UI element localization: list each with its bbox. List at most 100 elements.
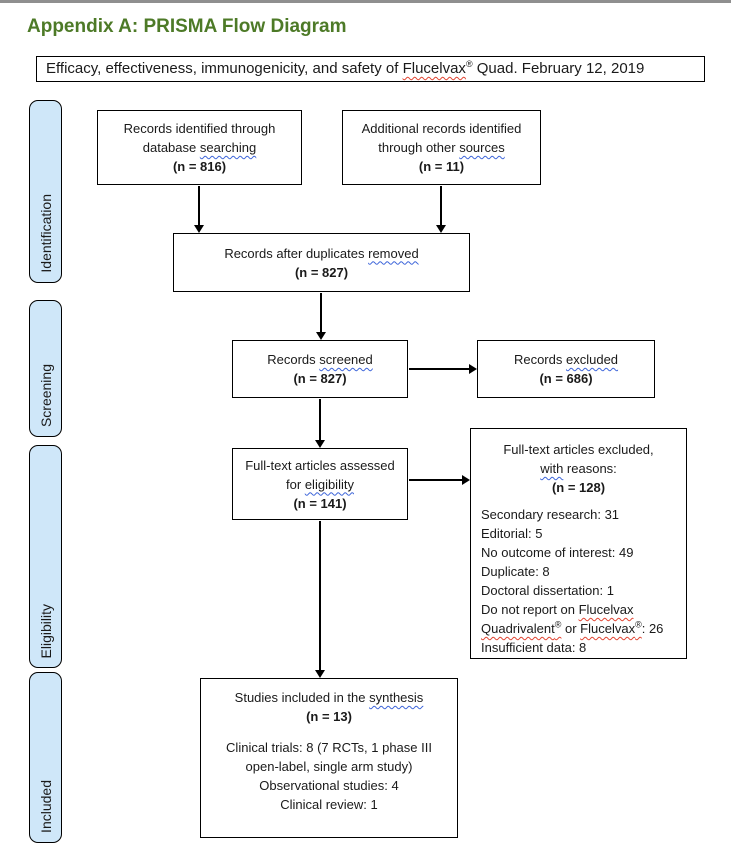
exclusion-reasons-list: Secondary research: 31 Editorial: 5 No o… (471, 497, 686, 657)
exclusion-reason: Do not report on Flucelvax (481, 600, 682, 619)
box-text-grammar-flag: searching (199, 140, 257, 155)
box-studies-included: Studies included in the synthesis (n = 1… (200, 678, 458, 838)
stage-identification: Identification (29, 100, 62, 283)
stage-screening: Screening (29, 300, 62, 437)
box-text: Records after duplicates (224, 245, 369, 261)
box-duplicates-removed: Records after duplicates removed (n = 82… (173, 233, 470, 292)
box-text: Do not report on (481, 602, 579, 617)
box-records-screened: Records screened (n = 827) (232, 340, 408, 398)
stage-screening-label: Screening (37, 363, 54, 427)
arrow-screened-to-excluded-head (469, 364, 477, 374)
box-text: Flucelvax (580, 621, 636, 636)
included-detail: Observational studies: 4 (259, 778, 399, 793)
box-text-grammar-flag: screened (319, 352, 373, 367)
box-text: reasons: (563, 461, 617, 476)
box-text: : 26 (641, 621, 664, 636)
box-text: Full-text articles excluded, (503, 442, 654, 457)
registered-mark: ® (465, 59, 473, 69)
box-count: (n = 128) (551, 480, 606, 495)
stage-included-label: Included (37, 780, 54, 833)
stage-eligibility: Eligibility (29, 445, 62, 668)
arrow-fulltext-to-excluded-head (462, 475, 470, 485)
box-line: Records identified through (98, 119, 301, 138)
exclusion-reason: No outcome of interest: 49 (481, 545, 634, 560)
box-text: database (142, 140, 200, 155)
subtitle-date-text: Quad. February 12, 2019 (472, 60, 645, 77)
box-text-spelling-flag: Flucelvax (578, 602, 634, 617)
included-studies-details: Clinical trials: 8 (7 RCTs, 1 phase III … (201, 738, 457, 814)
arrow-screened-to-excluded-line (409, 368, 469, 370)
box-text-grammar-flag: eligibility (304, 476, 354, 492)
box-count: (n = 141) (293, 495, 347, 511)
registered-mark: ® (635, 619, 642, 630)
exclusion-reason: Secondary research: 31 (481, 507, 620, 522)
box-text: or (561, 621, 581, 636)
box-text: Quadrivalent (481, 621, 555, 636)
box-text-grammar-flag: sources (459, 140, 505, 155)
stage-included: Included (29, 672, 62, 843)
box-count: (n = 816) (172, 159, 227, 174)
subtitle-text: Efficacy, effectiveness, immunogenicity,… (46, 60, 403, 77)
box-text-spelling-flag: Flucelvax® (580, 619, 642, 636)
box-count: (n = 827) (294, 264, 349, 280)
exclusion-reason: Insufficient data: 8 (481, 640, 587, 655)
box-text-grammar-flag: with (540, 461, 564, 476)
box-text-grammar-flag: removed (368, 245, 419, 261)
exclusion-reason: Editorial: 5 (481, 526, 543, 541)
exclusion-reason: Quadrivalent® or Flucelvax®: 26 (481, 619, 682, 638)
box-additional-records: Additional records identified through ot… (342, 110, 541, 185)
arrow-duplicates-to-screened-head (316, 332, 326, 340)
box-text: Studies included in the (234, 690, 370, 705)
box-fulltext-excluded: Full-text articles excluded, with reason… (470, 428, 687, 659)
exclusion-reason: Doctoral dissertation: 1 (481, 583, 614, 598)
stage-eligibility-label: Eligibility (37, 603, 54, 658)
exclusion-reason: Duplicate: 8 (481, 564, 550, 579)
arrow-screened-to-fulltext-line (319, 399, 321, 440)
box-records-excluded: Records excluded (n = 686) (477, 340, 655, 398)
arrow-additional-to-duplicates-head (436, 225, 446, 233)
arrow-identified-to-duplicates-head (194, 225, 204, 233)
box-text: for (286, 476, 305, 492)
box-fulltext-assessed: Full-text articles assessed for eligibil… (232, 448, 408, 520)
box-count: (n = 13) (306, 709, 352, 724)
arrow-fulltext-to-included-line (319, 521, 321, 670)
box-text: Records (513, 352, 566, 367)
included-detail: Clinical review: 1 (280, 797, 378, 812)
box-text: Records (267, 352, 320, 367)
arrow-duplicates-to-screened-line (320, 293, 322, 332)
box-text: Records identified through (123, 121, 276, 136)
box-line: Records excluded (478, 350, 654, 369)
arrow-fulltext-to-included-head (315, 670, 325, 678)
included-detail: open-label, single arm study) (245, 759, 413, 774)
registered-mark: ® (554, 619, 562, 630)
box-text-spelling-flag: Quadrivalent® (481, 619, 562, 636)
box-line: Full-text articles excluded, (471, 440, 686, 459)
arrow-additional-to-duplicates-line (440, 186, 442, 225)
box-line: for eligibility (233, 475, 407, 494)
box-text: Full-text articles assessed (245, 457, 395, 473)
box-text-grammar-flag: excluded (565, 352, 619, 367)
box-line: database searching (98, 138, 301, 157)
box-count: (n = 11) (418, 159, 465, 174)
arrow-identified-to-duplicates-line (198, 186, 200, 225)
stage-identification-label: Identification (37, 194, 54, 273)
box-line: through other sources (343, 138, 540, 157)
report-subtitle-box: Efficacy, effectiveness, immunogenicity,… (36, 56, 705, 82)
box-line: Studies included in the synthesis (201, 688, 457, 707)
page-title: Appendix A: PRISMA Flow Diagram (27, 16, 347, 37)
box-text: through other (378, 140, 460, 155)
subtitle-brand-misspelling: Flucelvax (402, 60, 466, 77)
box-text-grammar-flag: synthesis (369, 690, 424, 705)
box-text: Additional records identified (361, 121, 522, 136)
arrow-screened-to-fulltext-head (315, 440, 325, 448)
box-line: Records after duplicates removed (174, 244, 469, 263)
box-line: Additional records identified (343, 119, 540, 138)
box-line: with reasons: (471, 459, 686, 478)
box-line: Records screened (233, 350, 407, 369)
included-detail: Clinical trials: 8 (7 RCTs, 1 phase III (226, 740, 432, 755)
box-count: (n = 827) (293, 371, 347, 386)
arrow-fulltext-to-excluded-line (409, 479, 462, 481)
box-line: Full-text articles assessed (233, 456, 407, 475)
box-records-identified: Records identified through database sear… (97, 110, 302, 185)
